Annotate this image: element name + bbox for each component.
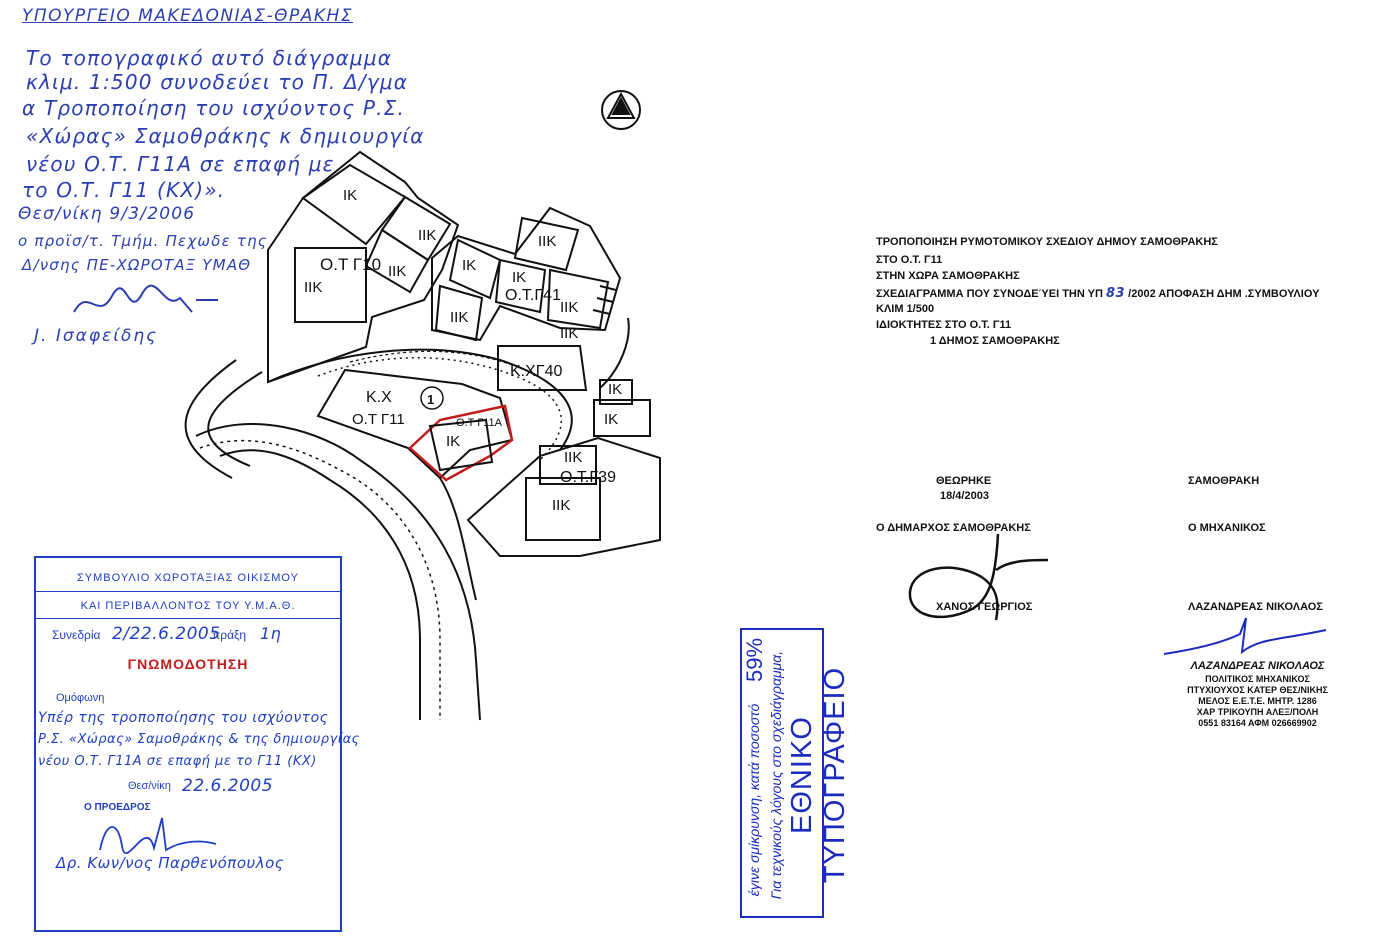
map-label: ΙΚ — [608, 381, 622, 398]
map-label: ΙΚ — [604, 411, 618, 428]
map-label: Ο.Τ.Γ41 — [505, 287, 561, 304]
map-label: Ο.Τ.Γ39 — [560, 469, 616, 486]
note-heading: ΥΠΟΥΡΓΕΙΟ ΜΑΚΕΔΟΝΙΑΣ-ΘΡΑΚΗΣ — [22, 6, 354, 26]
map-label: Κ.Χ — [366, 389, 392, 406]
chair-name: Δρ. Κων/νος Παρθενόπουλος — [56, 854, 285, 872]
block-G11A-outline — [408, 404, 514, 482]
opinion-text-line: νέου Ο.Τ. Γ11Α σε επαφή με το Γ11 (ΚΧ) — [38, 754, 317, 769]
engineer-stamp-line: ΛΑΖΑΝΔΡΕΑΣ ΝΙΚΟΛΑΟΣ — [1190, 660, 1325, 672]
engineer-name: ΛΑΖΑΝΔΡΕΑΣ ΝΙΚΟΛΑΟΣ — [1188, 601, 1323, 613]
map-label: ΙΙΚ — [560, 299, 578, 316]
note-line: νέου Ο.Τ. Γ11Α σε επαφή με — [26, 152, 335, 176]
note-line: α Τροποποίηση του ισχύοντος Ρ.Σ. — [22, 96, 406, 120]
title-line: ΣΤΟ Ο.Τ. Γ11 — [876, 254, 943, 266]
note-line: το Ο.Τ. Γ11 (ΚΧ)». — [22, 178, 226, 202]
note-line: Το τοπογραφικό αυτό διάγραμμα — [26, 46, 393, 70]
title-line: ΙΔΙΟΚΤΗΤΕΣ ΣΤΟ Ο.Τ. Γ11 — [876, 319, 1012, 331]
session-label: Συνεδρία — [52, 628, 101, 642]
engineer-stamp-line: ΧΑΡ ΤΡΙΚΟΥΠΗ ΑΛΕΞ/ΠΟΛΗ — [1196, 707, 1319, 717]
engineer-stamp-line: ΜΕΛΟΣ Ε.Ε.Τ.Ε. ΜΗΤΡ. 1286 — [1198, 696, 1317, 706]
map-label: Κ.ΧΓ40 — [510, 363, 563, 380]
note-line: ο προϊσ/τ. Τμήμ. Πεχωδε της — [18, 232, 268, 250]
mayor-signature — [908, 533, 1049, 621]
reviewed-label: ΘΕΩΡΗΚΕ — [936, 475, 992, 487]
printing-office-title: ΕΘΝΙΚΟ ΤΥΠΟΓΡΑΦΕΙΟ — [786, 666, 851, 884]
note-signature — [73, 284, 218, 313]
chair-signature — [99, 817, 217, 854]
map-label: ΙΙΚ — [552, 497, 570, 514]
committee-line: ΚΑΙ ΠΕΡΙΒΑΛΛΟΝΤΟΣ ΤΟΥ Υ.Μ.Α.Θ. — [80, 600, 296, 612]
stamp-date-label: Θεσ/νίκη — [128, 780, 171, 792]
note-date: Θεσ/νίκη 9/3/2006 — [18, 204, 196, 224]
map-label: ΙΙΚ — [304, 279, 322, 296]
note-signer: J. Ισαφείδης — [34, 326, 159, 346]
mayor-name: ΧΑΝΟΣ ΓΕΩΡΓΙΟΣ — [936, 601, 1033, 613]
opinion-text-line: Υπέρ της τροποποίησης του ισχύοντος — [38, 710, 329, 726]
engineer-role: Ο ΜΗΧΑΝΙΚΟΣ — [1188, 522, 1266, 534]
map-label: ΙΙΚ — [564, 449, 582, 466]
chair-label: Ο ΠΡΟΕΔΡΟΣ — [84, 802, 151, 813]
map-label-owner-number: 1 — [427, 392, 434, 407]
session-value: 2/22.6.2005 — [112, 624, 221, 644]
map-label: ΙΙΚ — [538, 233, 556, 250]
opinion-text-line: Ρ.Σ. «Χώρας» Σαμοθράκης & της δημιουργία… — [38, 732, 360, 747]
reduction-percent: 59% — [742, 637, 767, 682]
title-line-sketch: ΣΧΕΔΙΑΓΡΑΜΜΑ ΠΟΥ ΣΥΝΟΔΕΎΕΙ ΤΗΝ ΥΠ 83 /20… — [876, 286, 1320, 301]
engineer-stamp-line: ΠΟΛΙΤΙΚΟΣ ΜΗΧΑΝΙΚΟΣ — [1205, 674, 1310, 684]
road-outline — [267, 348, 573, 461]
note-line: Δ/νσης ΠΕ-ΧΩΡΟΤΑΞ ΥΜΑΘ — [22, 256, 252, 274]
printing-office-note: έγινε σμίκρυνση, κατά ποσοστό — [746, 703, 762, 897]
note-line: κλιμ. 1:500 συνοδεύει το Π. Δ/γμα — [26, 70, 409, 94]
north-arrow-icon — [601, 90, 641, 130]
block-G41-outline — [431, 206, 622, 342]
stamp-date-value: 22.6.2005 — [182, 776, 274, 796]
street-edges — [184, 317, 630, 721]
title-line: ΣΤΗΝ ΧΩΡΑ ΣΑΜΟΘΡΑΚΗΣ — [876, 270, 1020, 282]
map-label: Ο.Τ Γ11Α — [456, 417, 503, 429]
agreed-label: Ομόφωνη — [56, 692, 105, 704]
printing-office-note: Για τεχνικούς λόγους στο σχεδιάγραμμα, — [768, 650, 784, 900]
map-labels: ΙΚ ΙΙΚ Ο.Τ Γ10 ΙΙΚ ΙΙΚ ΙΙΚ ΙΚ ΙΙΚ ΙΚ Ο.Τ… — [304, 187, 622, 514]
engineer-stamp-line: 0551 83164 ΑΦΜ 026669902 — [1198, 718, 1317, 728]
national-printing-office-stamp: ΕΘΝΙΚΟ ΤΥΠΟΓΡΑΦΕΙΟ Για τεχνικούς λόγους … — [740, 628, 851, 918]
map-label: ΙΚ — [446, 433, 460, 450]
map-label: Ο.Τ Γ10 — [320, 255, 381, 274]
engineer-signature — [1163, 617, 1327, 655]
committee-stamp: ΣΥΜΒΟΥΛΙΟ ΧΩΡΟΤΑΞΙΑΣ ΟΙΚΙΣΜΟΥ ΚΑΙ ΠΕΡΙΒΑ… — [34, 556, 359, 932]
note-line: «Χώρας» Σαμοθράκης κ δημιουργία — [26, 124, 425, 148]
map-label: ΙΚ — [462, 257, 476, 274]
engineer-stamp-line: ΠΤΥΧΙΟΥΧΟΣ ΚΑΤΕΡ ΘΕΣ/ΝΙΚΗΣ — [1187, 685, 1328, 695]
map-label: ΙΚ — [343, 187, 357, 204]
title-line: 1 ΔΗΜΟΣ ΣΑΜΟΘΡΑΚΗΣ — [930, 335, 1060, 347]
map-label: ΙΙΚ — [418, 227, 436, 244]
reviewed-date: 18/4/2003 — [940, 490, 989, 502]
title-line: ΚΛΙΜ 1/500 — [876, 303, 935, 315]
opinion-title: ΓΝΩΜΟΔΟΤΗΣΗ — [127, 656, 249, 672]
title-line: ΤΡΟΠΟΠΟΙΗΣΗ ΡΥΜΟΤΟΜΙΚΟΥ ΣΧΕΔΙΟΥ ΔΗΜΟΥ ΣΑ… — [876, 236, 1218, 248]
act-value: 1η — [260, 624, 282, 643]
map-label: ΙΙΚ — [388, 263, 406, 280]
block-KXG40-outline — [497, 345, 588, 391]
block-G10-outline — [267, 150, 460, 384]
block-G39-outline — [466, 379, 661, 557]
map-label: ΙΙΚ — [560, 325, 578, 342]
map-label: Ο.Τ Γ11 — [352, 411, 405, 428]
committee-line: ΣΥΜΒΟΥΛΙΟ ΧΩΡΟΤΑΞΙΑΣ ΟΙΚΙΣΜΟΥ — [77, 572, 299, 584]
map-label: ΙΙΚ — [450, 309, 468, 326]
place-label: ΣΑΜΟΘΡΑΚΗ — [1188, 475, 1260, 487]
mayor-role: Ο ΔΗΜΑΡΧΟΣ ΣΑΜΟΘΡΑΚΗΣ — [876, 522, 1031, 534]
engineer-stamp: ΛΑΖΑΝΔΡΕΑΣ ΝΙΚΟΛΑΟΣ ΠΟΛΙΤΙΚΟΣ ΜΗΧΑΝΙΚΟΣ … — [1160, 660, 1355, 730]
map-label: ΙΚ — [512, 269, 526, 286]
act-label: πράξη — [212, 628, 247, 642]
